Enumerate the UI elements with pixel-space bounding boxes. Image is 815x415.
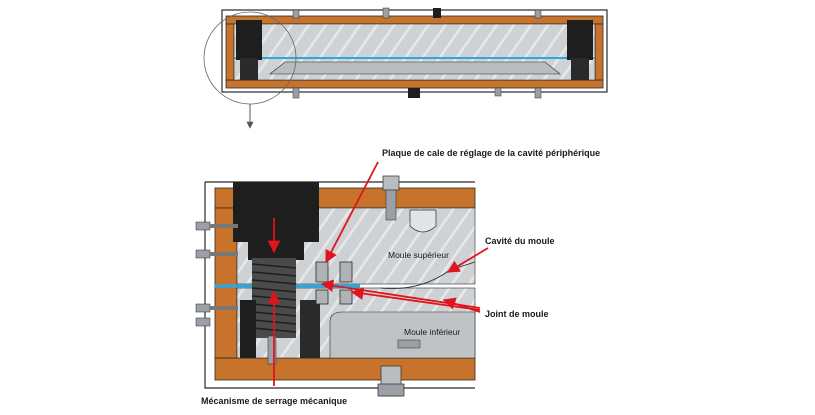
top-bolt xyxy=(382,175,400,191)
side-screw-shank xyxy=(210,306,238,310)
overview-right-screw xyxy=(571,58,589,80)
side-screw-shank xyxy=(210,224,238,228)
shim-plate-left xyxy=(315,261,329,283)
overview-left-screw xyxy=(240,58,258,80)
clamp-block xyxy=(233,182,319,242)
side-screw xyxy=(195,221,211,231)
clamp-lower-left xyxy=(240,300,256,358)
lower-cavity xyxy=(329,311,476,359)
overview-bolt xyxy=(292,9,300,19)
overview-left-clamp xyxy=(236,20,262,60)
side-screw xyxy=(195,249,211,259)
label-cavite-moule: Cavité du moule xyxy=(485,236,555,246)
label-mecanisme-serrage: Mécanisme de serrage mécanique xyxy=(201,396,347,406)
overview-bolt xyxy=(494,87,502,97)
label-moule-superieur: Moule supérieur xyxy=(388,250,449,260)
bottom-bolt xyxy=(267,335,277,365)
detail-bottom-plate xyxy=(214,357,476,381)
overview-bottom-knob xyxy=(408,88,420,98)
shim-plate-lower-right xyxy=(339,289,353,305)
overview-sprue xyxy=(433,8,441,18)
bottom-bolt-head xyxy=(377,383,405,397)
top-bolt-shank xyxy=(385,189,397,221)
arrow-cavite-moule xyxy=(446,247,489,273)
overview-bolt xyxy=(534,87,542,99)
side-screw xyxy=(195,303,211,313)
side-screw xyxy=(195,317,211,327)
side-screw-shank xyxy=(210,252,238,256)
overview-bolt xyxy=(292,87,300,99)
overview-right-clamp xyxy=(567,20,593,60)
arrow-joint-moule-2 xyxy=(350,287,481,311)
overview-assembly xyxy=(203,7,608,129)
overview-bottom-plate xyxy=(225,79,604,89)
overview-left-wall xyxy=(225,23,235,81)
overview-cavity xyxy=(269,61,561,75)
callout-arrows xyxy=(267,161,489,386)
arrow-plaque-cale xyxy=(325,161,379,264)
shim-plate-lower-left xyxy=(315,289,329,305)
overview-top-plate xyxy=(225,15,604,25)
overview-bolt xyxy=(534,9,542,19)
arrow-joint-moule-3 xyxy=(442,297,481,313)
lower-insert xyxy=(397,339,421,349)
label-joint-moule: Joint de moule xyxy=(485,309,549,319)
shim-plate-right xyxy=(339,261,353,283)
clamp-block-lower xyxy=(248,242,304,260)
clamp-lower-right xyxy=(300,300,320,358)
overview-right-wall xyxy=(594,23,604,81)
upper-insert xyxy=(409,209,437,233)
label-moule-inferieur: Moule inférieur xyxy=(404,327,460,337)
label-plaque-cale: Plaque de cale de réglage de la cavité p… xyxy=(382,148,600,158)
overview-bolt xyxy=(382,7,390,19)
